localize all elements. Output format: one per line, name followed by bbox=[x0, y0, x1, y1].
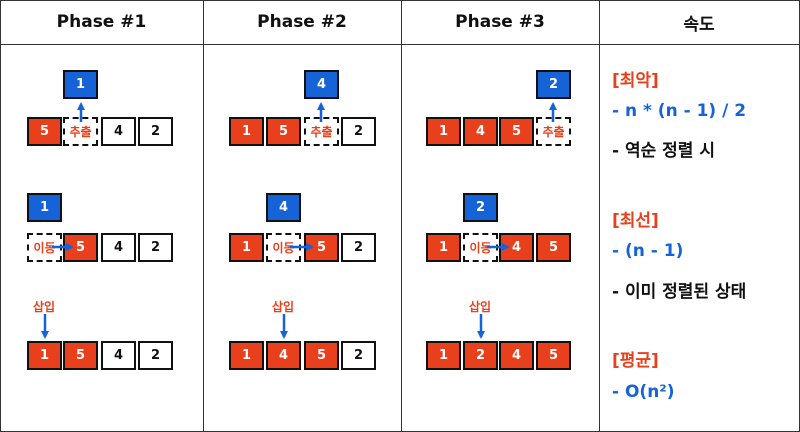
array-cell: 4 bbox=[499, 341, 534, 370]
worst-case-formula: - n * (n - 1) / 2 bbox=[612, 101, 747, 121]
array-cell: 2 bbox=[341, 341, 376, 370]
move-slot: 이동 bbox=[266, 233, 301, 262]
header-phase-2: Phase #2 bbox=[257, 12, 347, 32]
best-case-title: [최선] bbox=[612, 211, 659, 231]
array-cell: 1 bbox=[426, 117, 461, 146]
array-cell: 4 bbox=[499, 233, 534, 262]
array-cell: 2 bbox=[463, 341, 498, 370]
array-cell: 2 bbox=[138, 117, 173, 146]
table-top-border bbox=[0, 0, 800, 1]
array-cell: 5 bbox=[63, 341, 98, 370]
array-cell: 1 bbox=[426, 341, 461, 370]
held-element: 1 bbox=[27, 193, 62, 222]
column-divider-2 bbox=[401, 0, 402, 432]
array-cell: 2 bbox=[138, 233, 173, 262]
pulled-element: 2 bbox=[536, 70, 571, 99]
array-cell: 5 bbox=[536, 341, 571, 370]
array-cell: 2 bbox=[341, 233, 376, 262]
array-cell: 5 bbox=[27, 117, 62, 146]
worst-case-note: - 역순 정렬 시 bbox=[612, 141, 716, 161]
insert-label: 삽입 bbox=[469, 300, 492, 314]
array-cell: 4 bbox=[463, 117, 498, 146]
array-cell: 1 bbox=[229, 117, 264, 146]
array-cell: 4 bbox=[101, 233, 136, 262]
header-speed: 속도 bbox=[683, 14, 715, 35]
average-case-title: [평균] bbox=[612, 351, 659, 371]
array-cell: 1 bbox=[426, 233, 461, 262]
array-cell: 1 bbox=[229, 341, 264, 370]
insert-label: 삽입 bbox=[272, 300, 295, 314]
array-cell: 1 bbox=[229, 233, 264, 262]
pulled-element: 1 bbox=[63, 70, 98, 99]
insert-label: 삽입 bbox=[33, 300, 56, 314]
header-phase-1: Phase #1 bbox=[56, 12, 147, 32]
table-left-border bbox=[0, 0, 1, 432]
worst-case-title: [최악] bbox=[612, 71, 659, 91]
array-cell: 4 bbox=[101, 117, 136, 146]
array-cell: 5 bbox=[499, 117, 534, 146]
average-case-formula: - O(n²) bbox=[612, 382, 675, 402]
array-cell: 1 bbox=[27, 341, 62, 370]
header-divider bbox=[0, 44, 800, 45]
array-cell: 2 bbox=[341, 117, 376, 146]
held-element: 4 bbox=[266, 193, 301, 222]
column-divider-1 bbox=[203, 0, 204, 432]
array-cell: 5 bbox=[266, 117, 301, 146]
array-cell: 4 bbox=[101, 341, 136, 370]
array-cell: 4 bbox=[266, 341, 301, 370]
column-divider-3 bbox=[599, 0, 600, 432]
pulled-element: 4 bbox=[304, 70, 339, 99]
array-cell: 5 bbox=[304, 341, 339, 370]
array-cell: 2 bbox=[138, 341, 173, 370]
best-case-note: - 이미 정렬된 상태 bbox=[612, 282, 747, 302]
best-case-formula: - (n - 1) bbox=[612, 241, 684, 261]
array-cell: 5 bbox=[536, 233, 571, 262]
held-element: 2 bbox=[463, 193, 498, 222]
header-phase-3: Phase #3 bbox=[455, 12, 545, 32]
